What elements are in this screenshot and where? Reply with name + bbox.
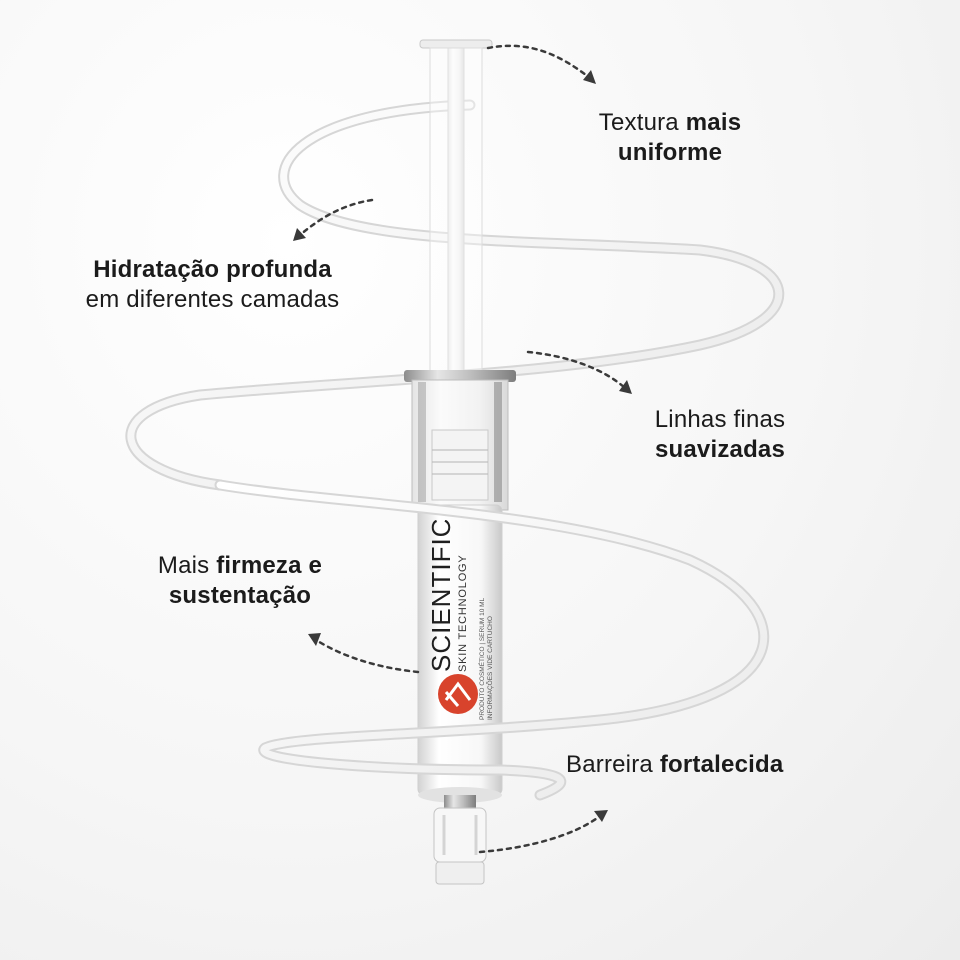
benefit-firmness: Mais firmeza e sustentação [130,551,350,611]
product-detail-2: INFORMAÇÕES VIDE CARTUCHO [485,616,494,720]
benefit-firmness-bold-1: firmeza e [216,552,323,579]
arrow-lines [526,350,627,390]
brand-name: SCIENTIFIC [426,520,456,672]
syringe-barrel [404,370,516,803]
syringe-label: SCIENTIFIC SKIN TECHNOLOGY PRODUTO COSMÉ… [424,518,496,720]
syringe-label-text: SCIENTIFIC SKIN TECHNOLOGY PRODUTO COSMÉ… [426,518,494,720]
benefit-firmness-bold-2: sustentação [168,582,312,609]
benefit-barrier-regular: Barreira [566,751,660,778]
benefit-texture-bold: mais uniforme [617,109,742,166]
spiral-ribbon-back [125,99,785,491]
benefit-firmness-regular: Mais [157,552,217,579]
benefit-hydration-regular: em diferentes camadas [85,286,340,313]
benefit-hydration-bold: Hidratação profunda [93,256,332,283]
benefit-barrier: Barreira fortalecida [566,750,846,780]
brand-tagline: SKIN TECHNOLOGY [457,554,469,672]
benefit-texture-regular: Textura [598,109,686,136]
benefit-lines: Linhas finas suavizadas [630,405,810,465]
arrow-barrier [478,814,602,854]
dashed-arrows [298,44,627,854]
brand-logo-icon [438,674,478,714]
syringe-tip [433,795,487,885]
arrow-heads [293,70,632,822]
benefit-barrier-bold: fortalecida [659,751,784,778]
benefit-lines-regular: Linhas finas [654,406,786,433]
benefit-hydration: Hidratação profunda em diferentes camada… [40,255,385,315]
benefit-texture: Textura mais uniforme [580,108,760,168]
benefit-lines-bold: suavizadas [654,436,786,463]
plunger [419,39,493,389]
arrow-firmness [314,638,420,674]
arrow-hydration [298,198,374,237]
spiral-ribbon-front [214,479,770,801]
product-detail-1: PRODUTO COSMÉTICO | SERUM 10 ML [477,597,486,720]
arrow-texture [486,44,592,80]
